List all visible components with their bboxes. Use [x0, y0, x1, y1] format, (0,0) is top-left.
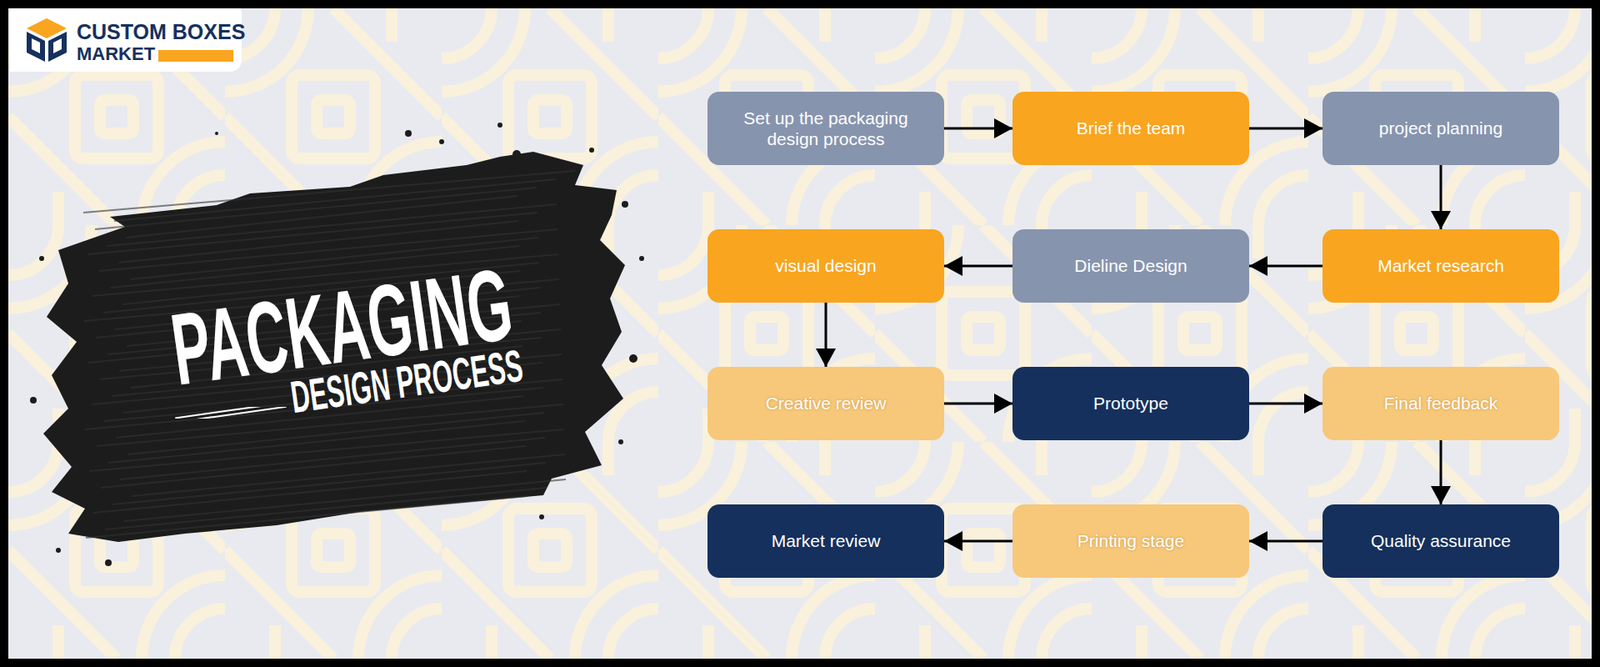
box-label: Quality assurance — [1370, 530, 1511, 551]
flow-arrow — [1249, 530, 1323, 551]
title-underline — [173, 406, 290, 419]
box-label: Printing stage — [1077, 530, 1185, 551]
flow-arrow — [1430, 440, 1451, 505]
logo-panel: CUSTOM BOXESMARKET — [10, 8, 242, 72]
flow-arrow — [944, 118, 1013, 139]
box-label: project planning — [1379, 117, 1503, 139]
logo-cube — [21, 15, 72, 65]
process-box: Brief the team — [1012, 91, 1250, 165]
flow-arrow — [1249, 393, 1323, 414]
box-label: visual design — [775, 255, 876, 276]
flow-arrow — [1249, 255, 1323, 276]
box-label: Set up the packaging design process — [720, 107, 931, 150]
process-box: Final feedback — [1322, 366, 1560, 440]
process-box: Market research — [1322, 229, 1560, 303]
process-box: Printing stage — [1012, 504, 1250, 578]
box-label: Brief the team — [1076, 117, 1186, 139]
flow-arrow — [1430, 165, 1451, 230]
flow-arrow — [944, 530, 1013, 551]
flow-arrow — [1249, 118, 1323, 139]
box-label: Creative review — [765, 392, 887, 414]
logo-text: MARKET — [76, 43, 155, 65]
box-label: Market research — [1377, 255, 1505, 276]
flow-arrow — [944, 393, 1013, 414]
process-box: project planning — [1322, 91, 1560, 165]
box-label: Prototype — [1093, 392, 1169, 414]
flow-arrow — [815, 302, 836, 367]
box-label: Market review — [771, 530, 881, 551]
process-box: Creative review — [707, 366, 945, 440]
process-box: Market review — [707, 504, 945, 578]
logo-bar — [158, 50, 234, 62]
box-label: Dieline Design — [1074, 255, 1187, 276]
process-box: Set up the packaging design process — [707, 91, 945, 165]
canvas: CUSTOM BOXESMARKET PACKAGINGDESIGN PROCE… — [8, 8, 1592, 659]
flow-arrow — [944, 255, 1013, 276]
process-box: Quality assurance — [1322, 504, 1560, 578]
process-box: visual design — [707, 229, 945, 303]
process-box: Prototype — [1012, 366, 1250, 440]
logo-text: CUSTOM BOXES — [76, 20, 245, 45]
process-box: Dieline Design — [1012, 229, 1250, 303]
box-label: Final feedback — [1384, 392, 1499, 414]
